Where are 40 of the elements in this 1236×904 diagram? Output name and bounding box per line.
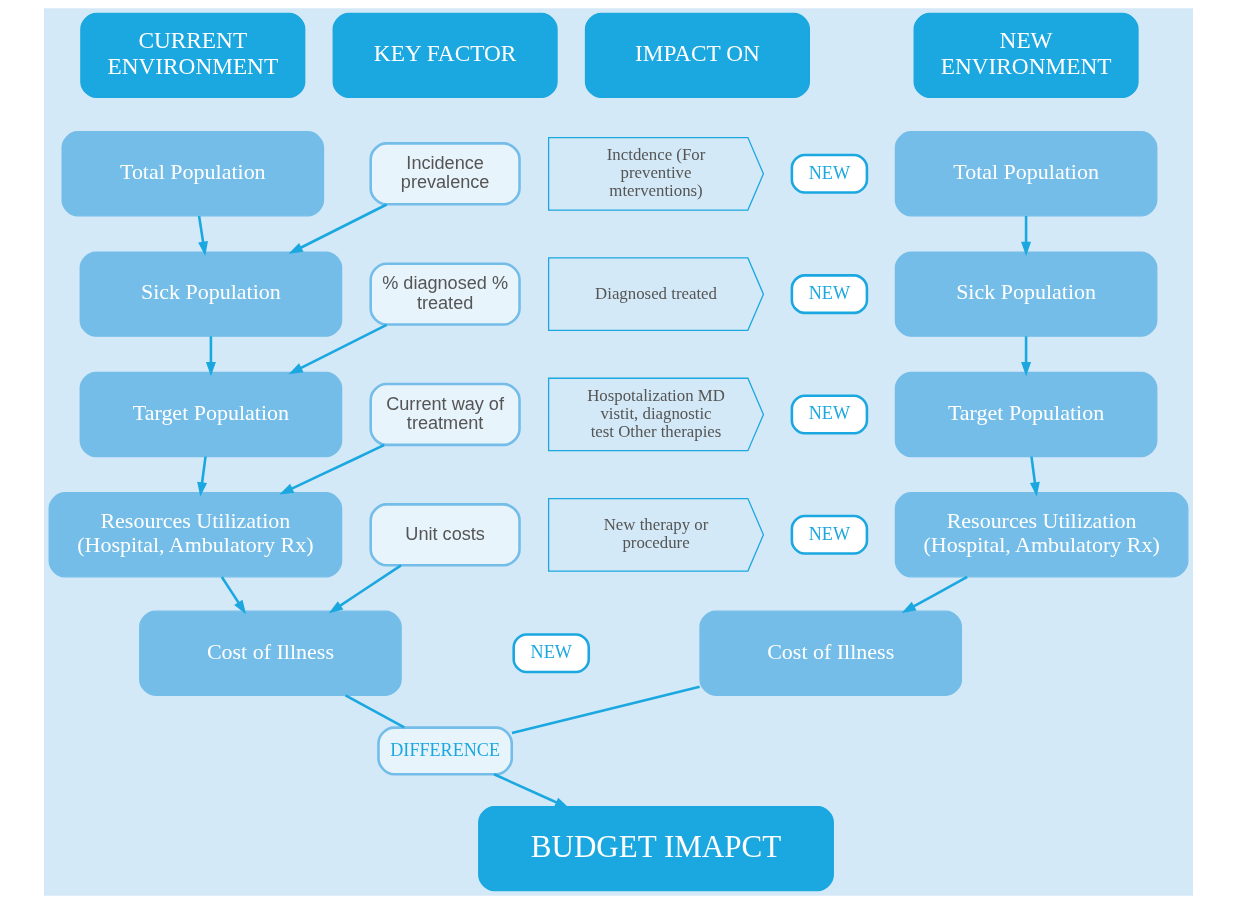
arrow: [328, 564, 402, 614]
arrow: [1020, 336, 1031, 377]
node-box: NEW ENVIRONMENT: [913, 12, 1139, 99]
connector: [344, 694, 405, 729]
node-box: NEW: [790, 514, 868, 555]
arrow: [288, 323, 387, 375]
arrow: [1020, 215, 1031, 256]
node-box: Sick Population: [894, 251, 1157, 337]
node-box: NEW: [790, 274, 868, 315]
node-box: Total Population: [894, 131, 1157, 217]
node-box: Cost of Illness: [138, 610, 402, 696]
node-box: BUDGET IMAPCT: [477, 805, 834, 892]
node-box: % diagnosed % treated: [368, 262, 521, 326]
node-box: Cost of Illness: [698, 610, 962, 696]
node-box: Total Population: [60, 131, 324, 217]
connector: [511, 685, 700, 735]
node-box: KEY FACTOR: [332, 12, 558, 99]
node-box: NEW: [790, 394, 868, 435]
arrow: [493, 773, 569, 809]
arrow: [288, 203, 387, 254]
node-box: Current way of treatment: [368, 382, 521, 447]
arrow: [196, 456, 207, 497]
node-box: NEW: [790, 153, 868, 194]
node-box: IMPACT ON: [584, 12, 810, 99]
node-box: Sick Population: [79, 251, 342, 337]
node-box: Resources Utilization (Hospital, Ambulatory Rx): [48, 492, 342, 578]
arrow: [901, 575, 968, 613]
node-box: Target Population: [894, 371, 1157, 458]
arrow: [278, 443, 385, 495]
node-box: NEW: [511, 633, 590, 674]
node-box: Unit costs: [368, 503, 521, 567]
node-box: CURRENT ENVIRONMENT: [79, 12, 305, 99]
arrow: [220, 576, 246, 615]
arrow: [197, 215, 208, 256]
arrow: [1029, 456, 1040, 497]
node-box: Resources Utilization (Hospital, Ambulatory Rx): [894, 492, 1188, 578]
node-box: DIFFERENCE: [376, 726, 513, 776]
node-box: Target Population: [79, 371, 342, 458]
arrow: [205, 336, 216, 377]
node-box: Incidence prevalence: [368, 142, 521, 206]
